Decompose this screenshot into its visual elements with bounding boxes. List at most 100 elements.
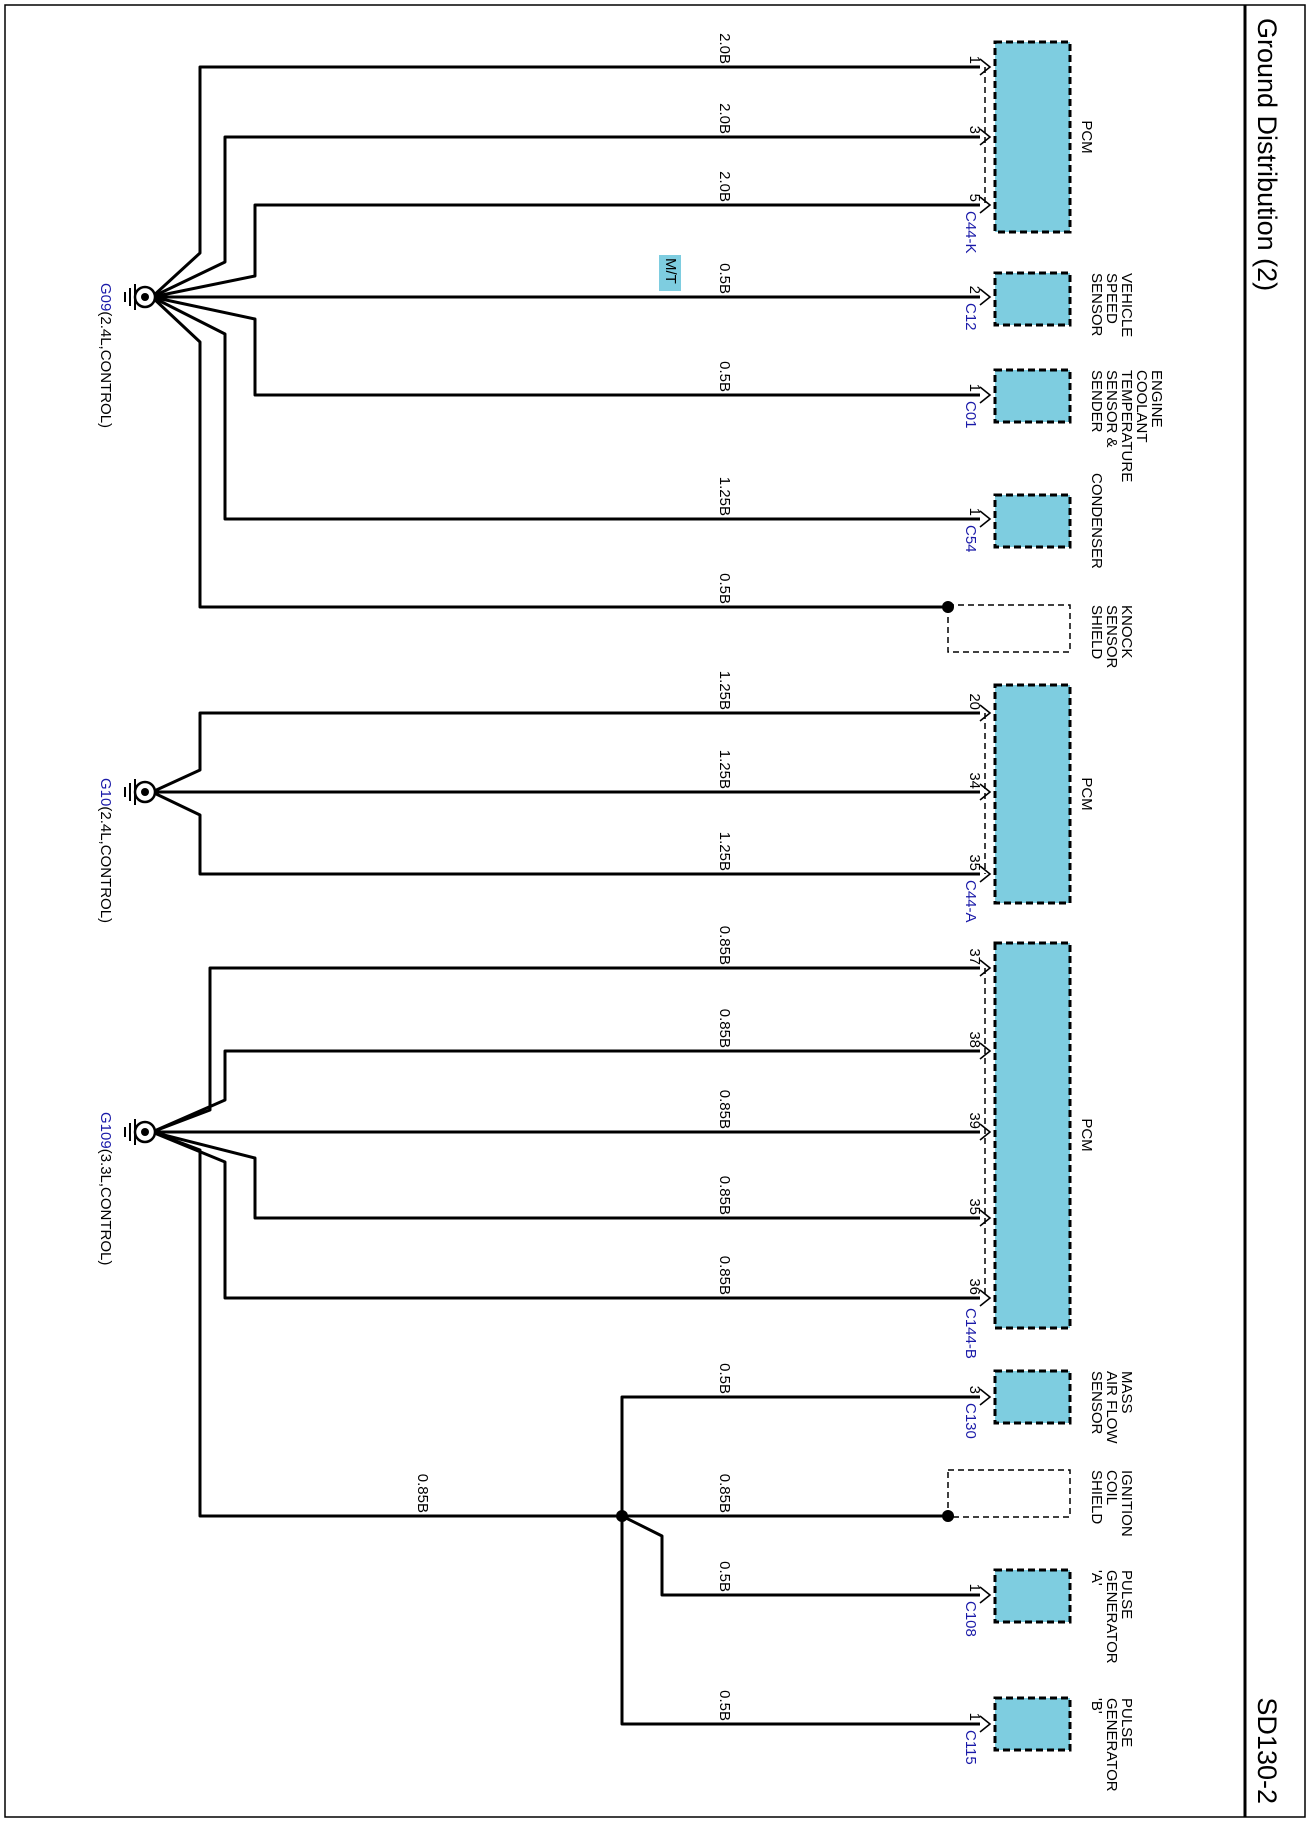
pcm-c-label: PCM [1078,1118,1095,1151]
wire-w11[interactable] [151,966,980,1134]
wire-w3[interactable] [151,203,980,299]
wire-spec: 0.5B [716,1690,733,1721]
wire-spec: 0.85B [716,926,733,965]
wire-w16[interactable] [620,1395,980,1516]
pin-number: 3 [966,1386,983,1394]
page-title: Ground Distribution (2) [1252,18,1282,291]
connector-c44-a: C44-A [962,880,979,923]
wire-w12[interactable] [151,1049,980,1134]
wire-spec: 2.0B [716,33,733,64]
connector-c144-b: C144-B [962,1308,979,1359]
pin-number: 1 [966,1713,983,1721]
component-pcm-b[interactable] [993,683,1072,905]
option-tag-bg [659,255,681,291]
wires-g109 [151,966,980,1518]
ignition-shield-label: IGNITIONCOILSHIELD [1088,1470,1135,1537]
option-tag-mt: M/T [662,258,679,284]
wire-spec: 0.5B [716,1363,733,1394]
connector-c54: C54 [962,525,979,553]
ground-g09-label: G09(2.4L,CONTROL) [97,283,114,428]
pin-number: 38 [966,1031,983,1048]
wire-spec: 0.5B [716,573,733,604]
component-maf[interactable] [993,1369,1072,1425]
wire-spec: 1.25B [716,750,733,789]
pulse-gen-a-label: PULSEGENERATOR'A' [1088,1570,1135,1664]
page-border [4,4,1306,1818]
ground-g09-symbol[interactable] [124,284,157,310]
wire-w6[interactable] [151,295,980,521]
ects-label: ENGINECOOLANTTEMPERATURESENSOR &SENDER [1088,370,1165,482]
wire-spec: 1.25B [716,477,733,516]
wire-spec: 2.0B [716,103,733,134]
wire-spec: 0.85B [716,1176,733,1215]
knock-shield-label: KNOCKSENSORSHIELD [1088,605,1135,669]
pin-number: 1 [966,1584,983,1592]
component-pulse-gen-b[interactable] [993,1696,1072,1752]
vss-label: VEHICLESPEEDSENSOR [1088,273,1135,337]
maf-label: MASSAIR FLOWSENSOR [1088,1371,1135,1444]
wire-spec: 0.85B [716,1256,733,1295]
connector-c12: C12 [962,303,979,331]
wire-spec: 0.5B [716,361,733,392]
splice-point [616,1510,628,1522]
pcm-a-label: PCM [1078,120,1095,153]
pin-number: 1 [966,384,983,392]
wire-spec: 2.0B [716,171,733,202]
component-vss[interactable] [993,271,1072,327]
component-ignition-shield[interactable] [947,1469,1071,1518]
page-id: SD130-2 [1252,1697,1282,1804]
component-pulse-gen-a[interactable] [993,1568,1072,1624]
component-ects[interactable] [993,368,1072,424]
connector-c01: C01 [962,401,979,429]
wire-spec: 0.85B [716,1009,733,1048]
wire-w7[interactable] [150,295,948,609]
ground-g109-label: G109(3.3L,CONTROL) [97,1112,114,1265]
wire-spec: 1.25B [716,832,733,871]
pin-number: 1 [966,56,983,64]
pin-number: 39 [966,1112,983,1129]
ground-g10-label: G10(2.4L,CONTROL) [97,778,114,923]
wires-splice [620,1395,980,1726]
component-condenser[interactable] [993,493,1072,549]
wire-w15[interactable] [151,1130,980,1300]
ground-g109-symbol[interactable] [124,1119,157,1145]
pin-number: 2 [966,286,983,294]
pin-number: 35 [966,854,983,871]
wire-w2[interactable] [151,135,980,299]
connector-c108: C108 [962,1601,979,1637]
wire-spec: 0.85B [716,1474,733,1513]
wires-g10 [151,711,980,876]
wire-spec: 0.85B [414,1474,431,1513]
wire-w20[interactable] [151,1130,622,1518]
wire-spec: 0.5B [716,263,733,294]
connector-c115: C115 [962,1730,979,1765]
wire-w8[interactable] [151,711,980,794]
pin-number: 20 [966,693,983,710]
condenser-label: CONDENSER [1088,473,1105,569]
wire-w18[interactable] [621,1514,980,1597]
component-knock-shield[interactable] [947,604,1071,653]
wire-w14[interactable] [151,1130,980,1220]
wires-g09 [150,65,980,609]
connector-c130: C130 [962,1403,979,1439]
connector-c44-k: C44-K [962,211,979,254]
pin-number: 1 [966,508,983,516]
pin-number: 3 [966,126,983,134]
pcm-b-label: PCM [1078,777,1095,810]
wire-w19[interactable] [620,1516,980,1726]
wire-spec: 0.5B [716,1561,733,1592]
pulse-gen-b-label: PULSEGENERATOR'B' [1088,1698,1135,1792]
component-pcm-c[interactable] [993,941,1072,1330]
ground-g10-symbol[interactable] [124,779,157,805]
pin-number: 34 [966,772,983,789]
wire-w1[interactable] [150,65,980,299]
pin-number: 36 [966,1278,983,1295]
wire-spec: 1.25B [716,671,733,710]
wire-w5[interactable] [151,295,980,397]
pin-number: 35 [966,1198,983,1215]
wire-w10[interactable] [151,790,980,876]
wire-spec: 0.85B [716,1090,733,1129]
component-pcm-a[interactable] [993,40,1072,234]
